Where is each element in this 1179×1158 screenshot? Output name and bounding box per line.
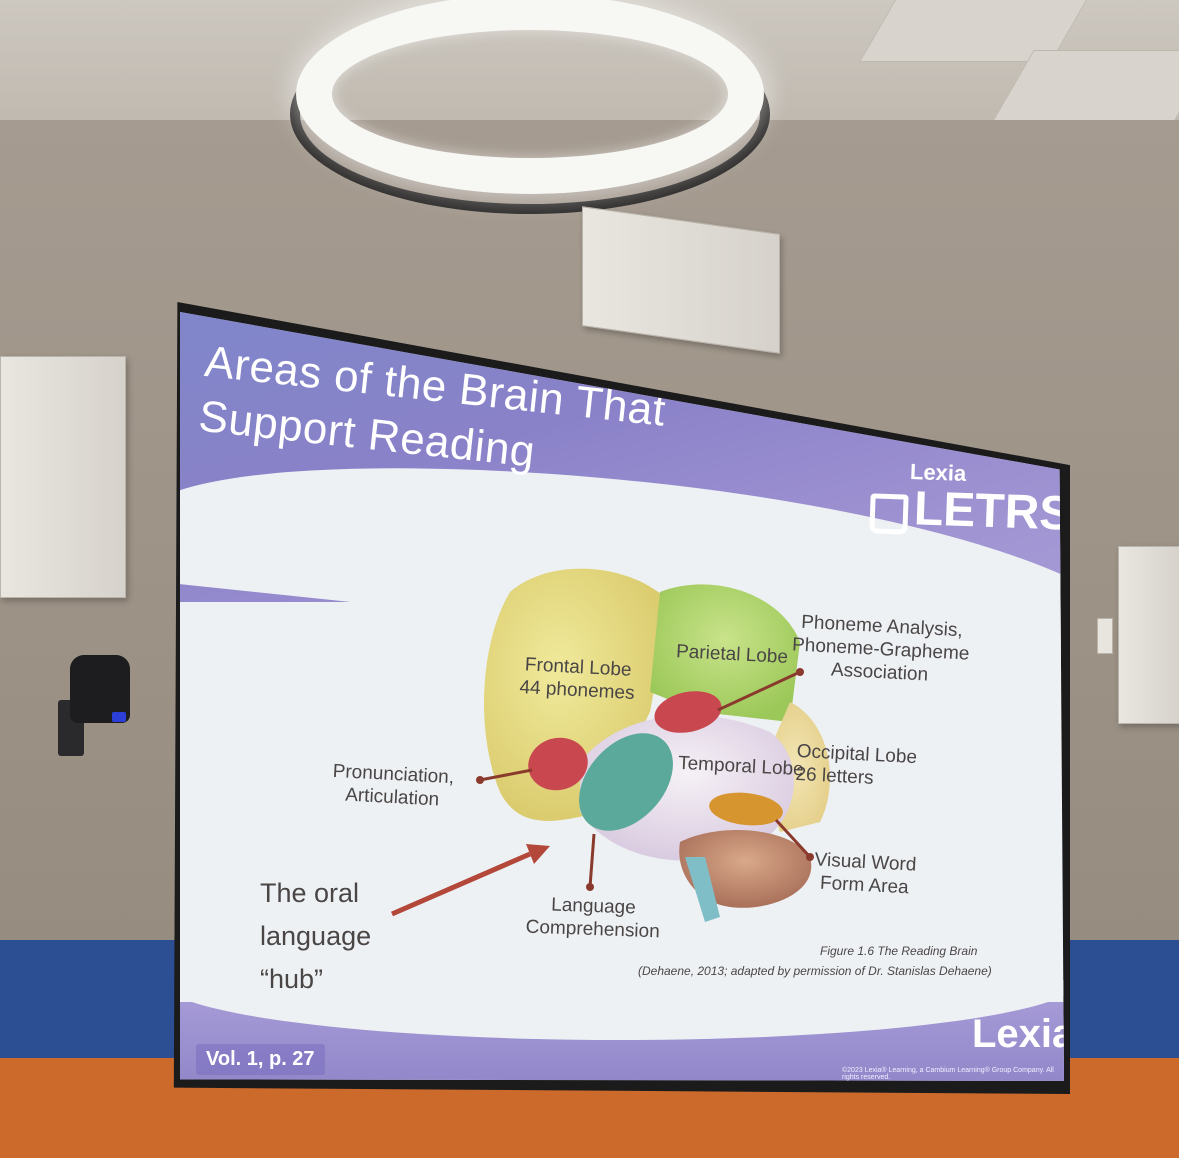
hub-line-2: language — [260, 921, 372, 952]
oral-language-hub-text: The oral language “hub” — [260, 872, 371, 1002]
copyright-text: ©2023 Lexia® Learning, a Cambium Learnin… — [842, 1067, 1054, 1081]
ring-light — [296, 0, 764, 194]
volume-reference: Vol. 1, p. 27 — [196, 1044, 325, 1075]
camera-led — [112, 712, 126, 722]
brand-bottom: Lexia — [972, 1012, 1064, 1056]
label-visual-word-form: Visual Word Form Area — [813, 849, 917, 900]
visual-word-form-area — [709, 792, 783, 826]
pronunciation-dot — [476, 776, 484, 784]
pronunciation-connector — [479, 768, 533, 782]
pronunciation-area — [528, 737, 588, 791]
label-frontal-lobe: Frontal Lobe 44 phonemes — [519, 654, 636, 706]
label-phoneme-analysis: Phoneme Analysis, Phoneme-Grapheme Assoc… — [790, 611, 971, 689]
label-language-comprehension: Language Comprehension — [525, 894, 661, 944]
label-pronunciation: Pronunciation, Articulation — [331, 761, 454, 813]
phoneme-connector — [717, 670, 801, 712]
figure-caption: Figure 1.6 The Reading Brain — [820, 944, 978, 958]
hub-line-1: The oral — [260, 878, 360, 908]
vwfa-dot — [806, 853, 814, 861]
hub-arrow-head — [526, 844, 550, 864]
parietal-lobe-region — [650, 584, 800, 722]
hub-line-3: “hub” — [260, 964, 324, 995]
hub-arrow-shaft — [391, 851, 531, 917]
language-dot — [586, 883, 594, 891]
speaker-right — [1118, 546, 1179, 724]
phoneme-dot — [796, 668, 804, 676]
brain-illustration — [391, 568, 830, 922]
speaker-left — [0, 356, 126, 598]
language-comprehension-area — [579, 733, 673, 831]
label-occipital-lobe: Occipital Lobe 26 letters — [795, 741, 918, 793]
language-connector — [588, 833, 596, 888]
vwfa-connector — [774, 818, 812, 859]
figure-source: (Dehaene, 2013; adapted by permission of… — [638, 964, 992, 978]
language-text-2: Comprehension — [525, 916, 661, 943]
wall-outlet — [1097, 618, 1113, 654]
camera — [70, 655, 130, 723]
brainstem-region — [685, 857, 720, 922]
phoneme-area — [654, 691, 722, 733]
